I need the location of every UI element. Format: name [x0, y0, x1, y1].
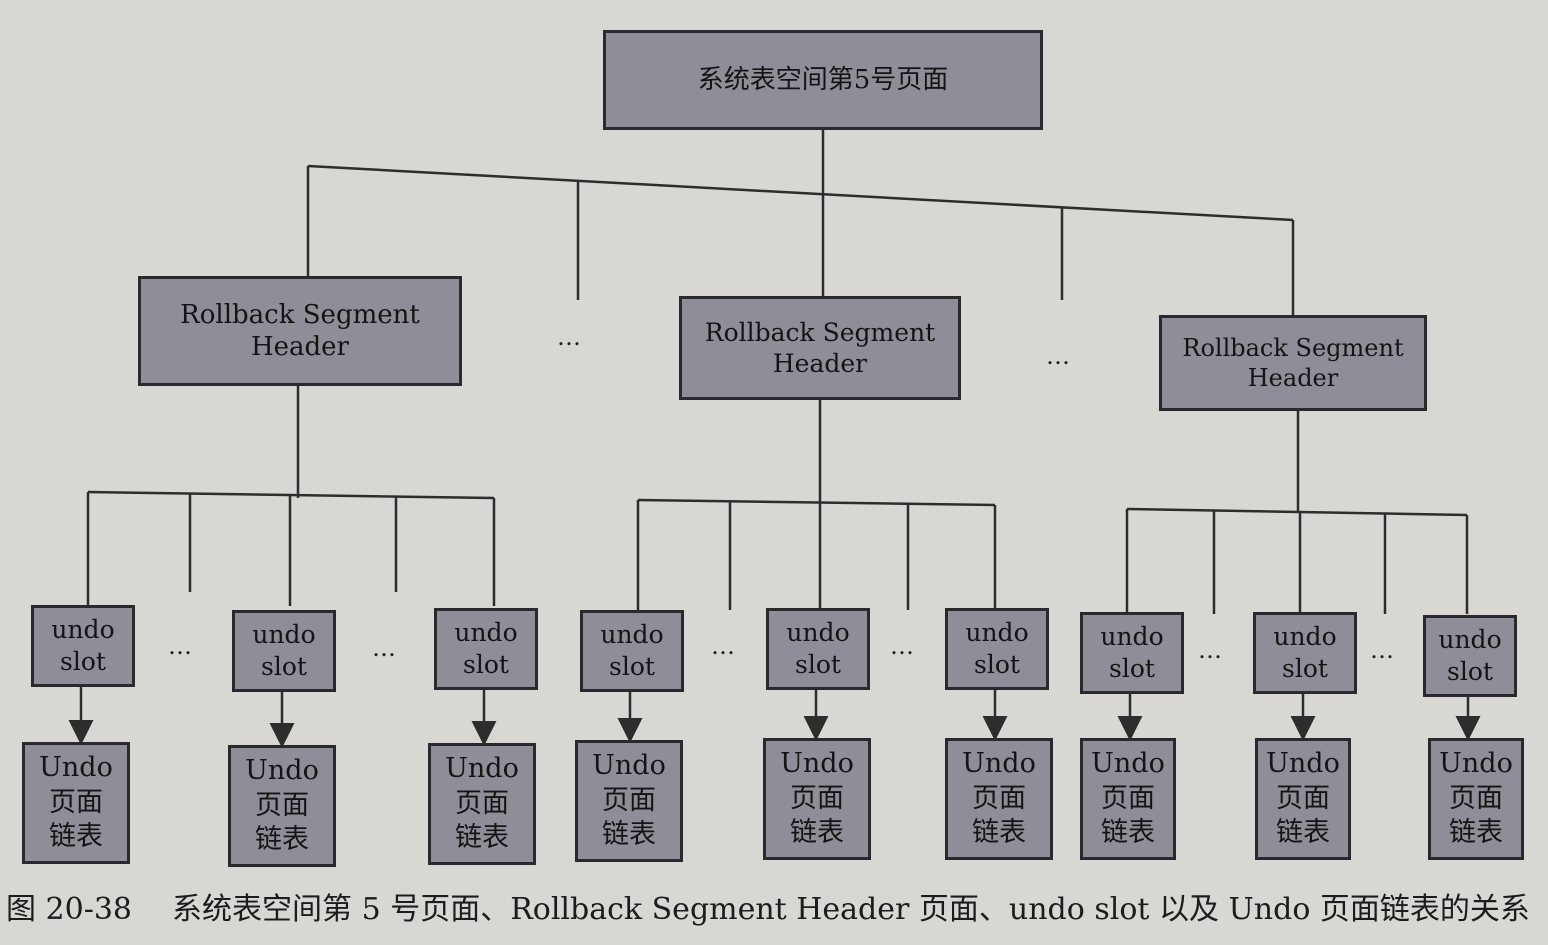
caption-text: 系统表空间第 5 号页面、Rollback Segment Header 页面、… [172, 892, 1530, 927]
ellipsis-slots-4: … [890, 632, 915, 660]
ellipsis-slots-6: … [1370, 636, 1395, 664]
figure-caption: 图 20-38 系统表空间第 5 号页面、Rollback Segment Hea… [6, 884, 1542, 928]
system-tablespace-page-5: 系统表空间第5号页面 [603, 30, 1043, 130]
tree-connector [307, 164, 1294, 222]
ellipsis-slots-3: … [711, 632, 736, 660]
tree-connector [637, 498, 996, 507]
caption-number: 图 20-38 [6, 892, 133, 927]
ellipsis-slots-1: … [168, 632, 193, 660]
ellipsis-top-1: … [557, 323, 582, 351]
tree-connector [1126, 507, 1468, 517]
ellipsis-slots-2: … [372, 634, 397, 662]
ellipsis-slots-5: … [1198, 636, 1223, 664]
ellipsis-top-2: … [1046, 342, 1071, 370]
